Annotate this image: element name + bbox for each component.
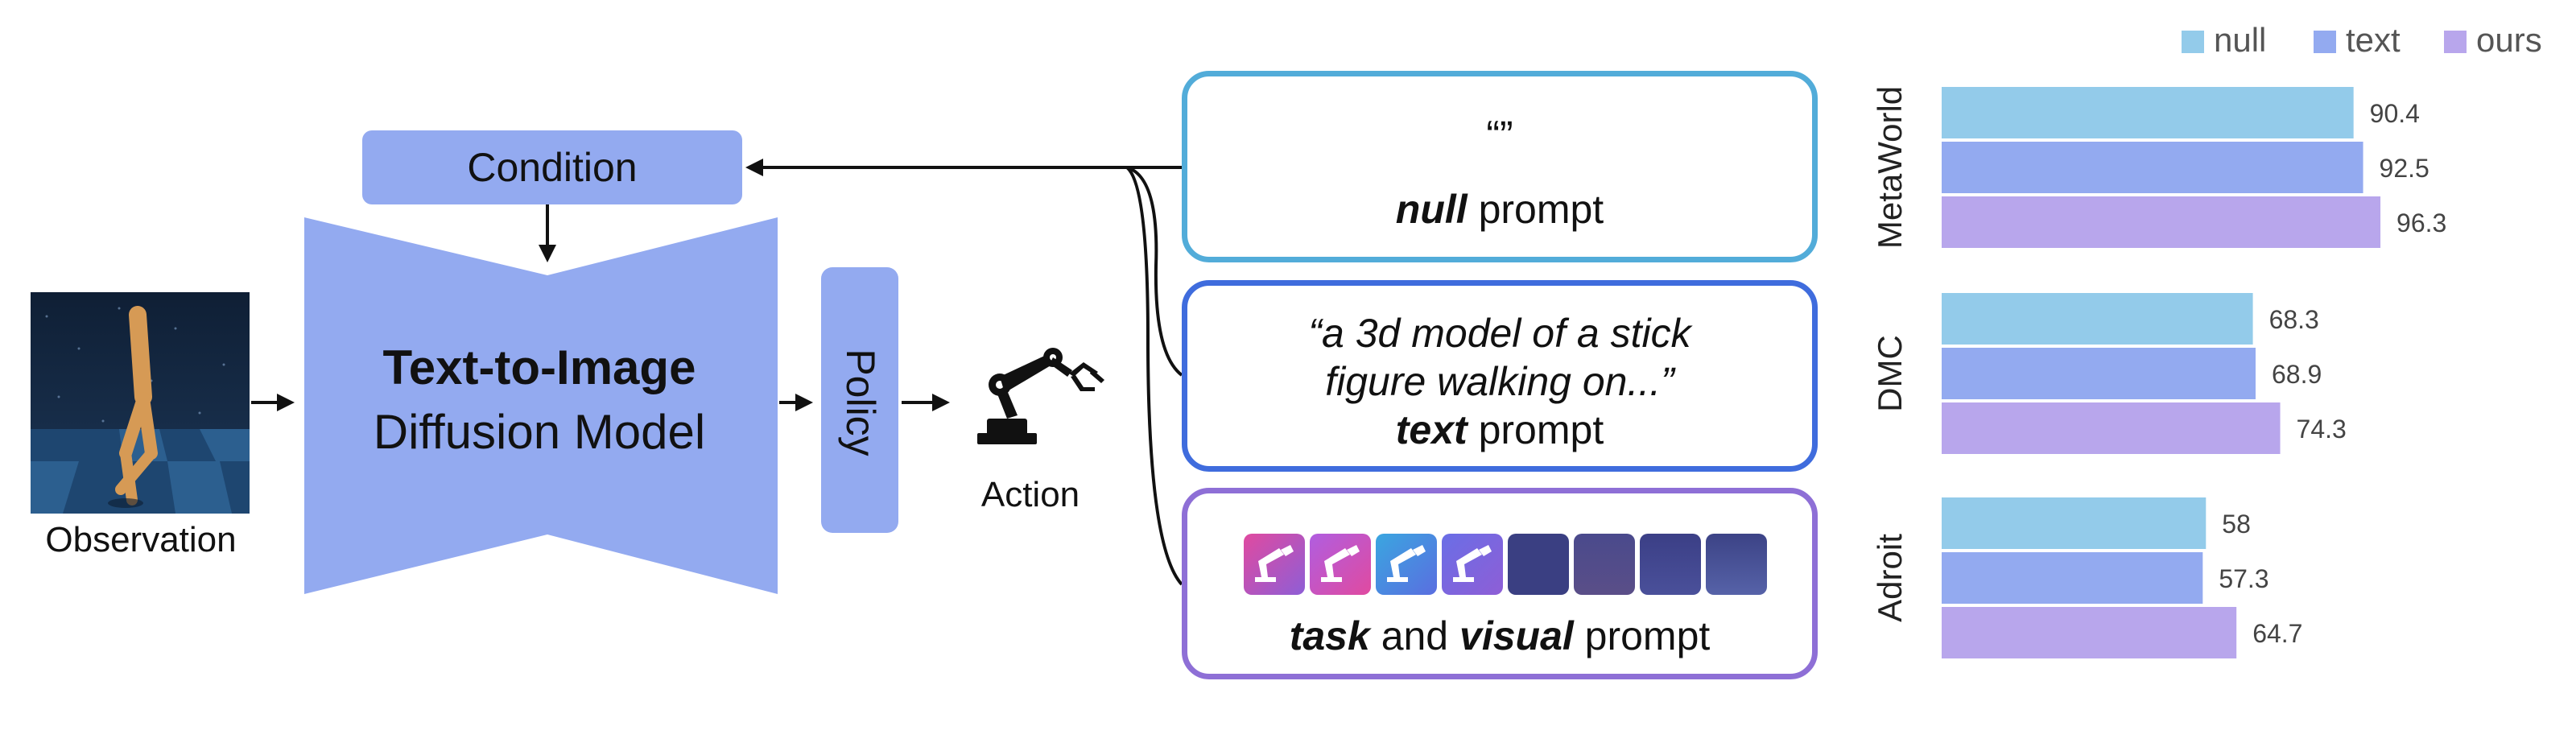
task-prompt-keyword-2: visual bbox=[1459, 613, 1574, 658]
robot-arm-icon bbox=[977, 348, 1104, 444]
bar-value-label: 68.9 bbox=[2272, 360, 2322, 389]
bar-null bbox=[1942, 497, 2207, 549]
diffusion-model-title: Text-to-Image bbox=[382, 340, 696, 394]
task-token-icon bbox=[1310, 534, 1371, 595]
bar-ours bbox=[1942, 196, 2381, 248]
connector-task-prompt bbox=[1125, 166, 1183, 586]
bar-value-label: 90.4 bbox=[2370, 99, 2420, 128]
bar-null bbox=[1942, 293, 2253, 345]
text-prompt-suffix: prompt bbox=[1467, 407, 1604, 452]
null-prompt-box: “” null prompt bbox=[1182, 71, 1818, 262]
category-label: Adroit bbox=[1871, 534, 1909, 622]
legend-swatch-ours bbox=[2444, 31, 2467, 53]
null-prompt-quote: “” bbox=[1486, 113, 1513, 158]
observation-image bbox=[31, 292, 250, 514]
observation-label: Observation bbox=[45, 520, 237, 559]
task-prompt-keyword-1: task bbox=[1289, 613, 1370, 658]
legend-label-ours: ours bbox=[2476, 21, 2542, 59]
text-prompt-box: “a 3d model of a stick figure walking on… bbox=[1182, 280, 1818, 472]
diffusion-model-shape bbox=[304, 217, 778, 594]
null-prompt-suffix: prompt bbox=[1467, 187, 1604, 232]
walker-scene-icon bbox=[31, 292, 250, 514]
condition-box: Condition bbox=[362, 130, 742, 204]
text-prompt-line-1: “a 3d model of a stick bbox=[1308, 311, 1691, 356]
null-prompt-keyword: null bbox=[1395, 187, 1468, 232]
task-prompt-middle: and bbox=[1369, 613, 1460, 658]
bar-text bbox=[1942, 142, 2363, 193]
task-token-icon bbox=[1376, 534, 1437, 595]
legend-label-text: text bbox=[2346, 21, 2401, 59]
legend-label-null: null bbox=[2214, 21, 2266, 59]
legend-swatch-text bbox=[2314, 31, 2336, 53]
task-prompt-caption: task and visual prompt bbox=[1187, 613, 1812, 659]
bar-text bbox=[1942, 348, 2256, 399]
task-token-icon bbox=[1442, 534, 1503, 595]
policy-label: Policy bbox=[838, 349, 883, 456]
bar-text bbox=[1942, 552, 2203, 604]
visual-token-image bbox=[1508, 534, 1569, 595]
policy-box bbox=[821, 267, 898, 533]
bar-null bbox=[1942, 87, 2354, 138]
bar-ours bbox=[1942, 402, 2281, 454]
visual-token-image bbox=[1640, 534, 1701, 595]
visual-token-image bbox=[1706, 534, 1767, 595]
text-prompt-line-2: figure walking on...” bbox=[1325, 359, 1674, 404]
bar-value-label: 74.3 bbox=[2297, 415, 2347, 444]
action-label: Action bbox=[980, 475, 1080, 514]
task-visual-prompt-box: task and visual prompt bbox=[1182, 488, 1818, 679]
task-token-icon bbox=[1244, 534, 1305, 595]
text-prompt-caption: text prompt bbox=[1187, 407, 1812, 453]
visual-token-image bbox=[1574, 534, 1635, 595]
bar-value-label: 64.7 bbox=[2252, 619, 2302, 648]
category-label: MetaWorld bbox=[1871, 86, 1909, 249]
bar-value-label: 68.3 bbox=[2269, 305, 2319, 334]
diffusion-model-subtitle: Diffusion Model bbox=[373, 405, 706, 459]
connector-text-prompt bbox=[1126, 166, 1183, 377]
null-prompt-caption: null prompt bbox=[1187, 186, 1812, 233]
category-label: DMC bbox=[1871, 335, 1909, 412]
bar-value-label: 58 bbox=[2222, 510, 2251, 539]
legend-swatch-null bbox=[2182, 31, 2204, 53]
condition-label: Condition bbox=[467, 145, 638, 190]
bar-ours bbox=[1942, 607, 2237, 658]
bar-value-label: 92.5 bbox=[2380, 154, 2429, 183]
bar-value-label: 57.3 bbox=[2219, 564, 2268, 593]
task-prompt-suffix: prompt bbox=[1573, 613, 1711, 658]
bar-value-label: 96.3 bbox=[2396, 208, 2446, 237]
text-prompt-keyword: text bbox=[1395, 407, 1468, 452]
